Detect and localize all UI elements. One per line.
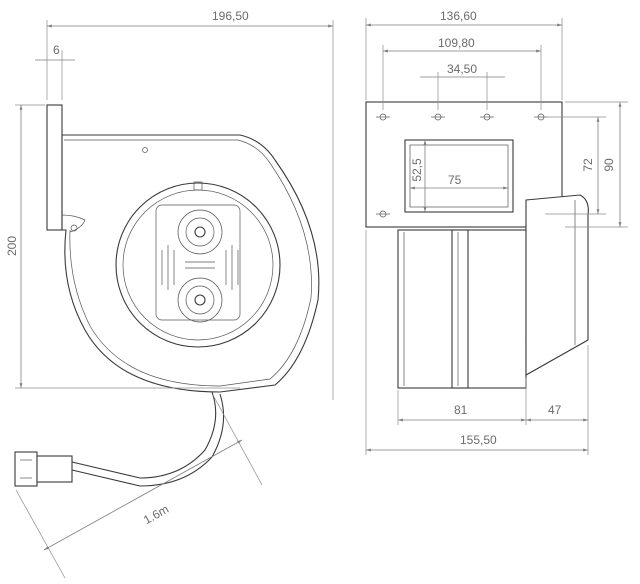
housing-seam	[451, 229, 469, 389]
dim-width-top-right: 136,60	[440, 9, 477, 23]
left-dimensions: 196,50 6 200 1.6m	[5, 9, 334, 579]
dim-hole-spacing-inner: 34,50	[447, 62, 477, 76]
inlet-ring-outer	[115, 182, 281, 348]
scroll-housing-inner	[64, 139, 312, 387]
dim-cable-length: 1.6m	[141, 502, 171, 527]
left-view	[14, 104, 320, 487]
right-dimensions: 136,60 109,80 34,50 52,5 75 72 90 81 4	[365, 9, 628, 455]
connector-plug	[14, 451, 38, 487]
outlet-lip	[61, 214, 86, 233]
outlet-opening	[404, 139, 514, 213]
dim-flange-height: 90	[602, 158, 616, 172]
dim-overall-width-right: 155,50	[460, 433, 497, 447]
right-view	[365, 101, 589, 389]
dim-motor-width: 47	[548, 403, 562, 417]
dim-overall-width-left: 196,50	[212, 9, 249, 23]
cable-outer	[71, 391, 217, 479]
dim-opening-width: 75	[448, 173, 462, 187]
dim-body-width: 81	[454, 403, 468, 417]
dim-hole-spacing-vertical: 72	[581, 158, 595, 172]
dim-height-left: 200	[5, 236, 19, 256]
motor-housing	[525, 194, 589, 376]
inlet-notch	[193, 181, 203, 191]
dim-hole-spacing-outer: 109,80	[438, 36, 475, 50]
connector-body	[36, 455, 73, 483]
inlet-ring-inner	[122, 189, 274, 341]
dim-flange-thickness: 6	[53, 43, 60, 57]
scroll-housing	[61, 134, 320, 393]
impeller-grille	[155, 204, 241, 323]
flange-hole	[70, 224, 78, 232]
cable-inner	[71, 393, 225, 487]
dim-opening-height: 52,5	[410, 158, 424, 182]
housing-hole	[142, 147, 148, 153]
outlet-inner	[409, 144, 509, 208]
mounting-flange	[46, 104, 63, 231]
